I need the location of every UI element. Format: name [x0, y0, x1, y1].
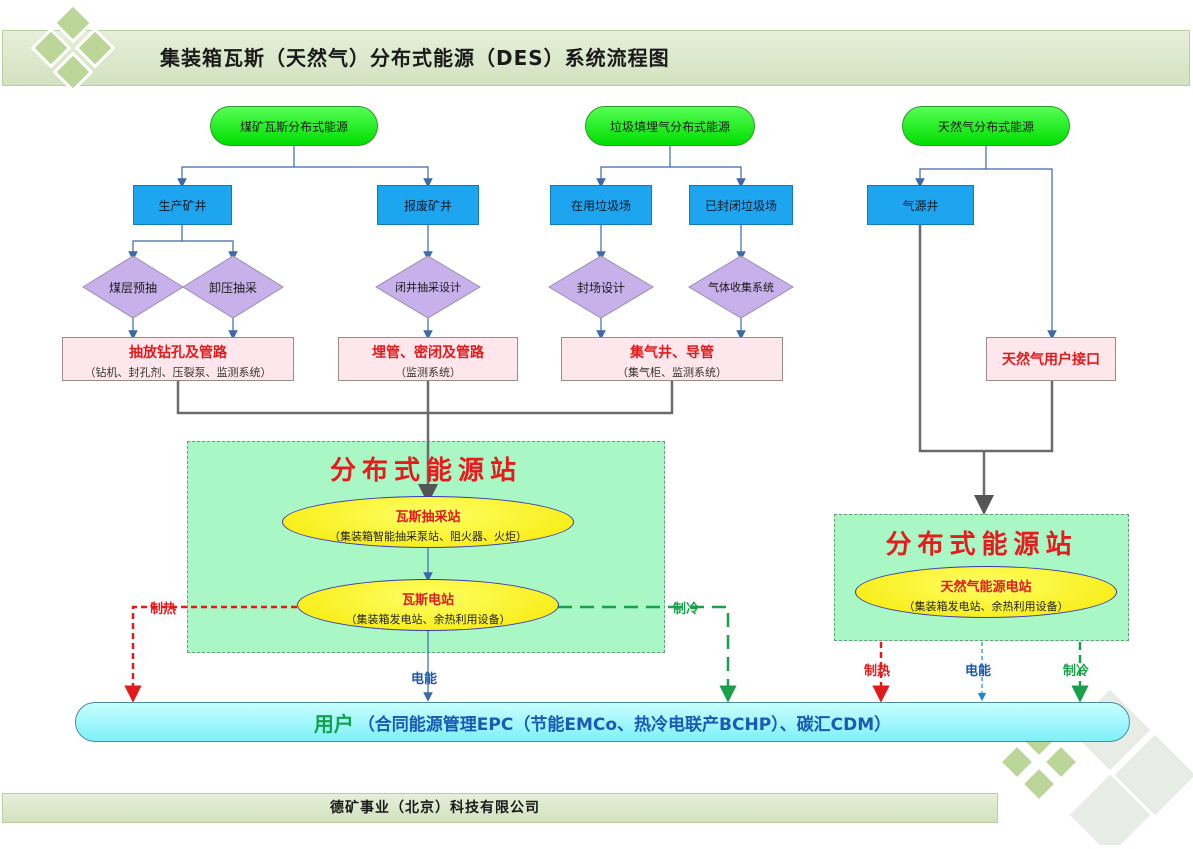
page-title: 集装箱瓦斯（天然气）分布式能源（DES）系统流程图 — [160, 46, 670, 70]
diamond-gas-collection: 气体收集系统 — [708, 281, 774, 294]
user-description: （合同能源管理EPC（节能EMCo、热冷电联产BCHP）、碳汇CDM） — [357, 714, 892, 735]
source-landfill-gas: 垃圾填埋气分布式能源 — [585, 106, 755, 146]
box-drilling-title: 抽放钻孔及管路 — [129, 345, 227, 361]
gas-power-title: 瓦斯电站 — [401, 593, 454, 608]
source-natural-gas: 天然气分布式能源 — [902, 106, 1070, 146]
box-gas-source-well: 气源井 — [867, 185, 974, 225]
ng-power-sub: （集装箱发电站、余热利用设备） — [903, 600, 1069, 613]
label-heat-right: 制热 — [864, 664, 891, 679]
box-closed-landfill: 已封闭垃圾场 — [689, 185, 793, 225]
ellipse-ng-power-station: 天然气能源电站 （集装箱发电站、余热利用设备） — [855, 566, 1117, 618]
box-buried-piping: 埋管、密闭及管路 （监测系统） — [338, 337, 518, 381]
label-cool-right: 制冷 — [1063, 664, 1090, 679]
logo-diamonds-top — [18, 2, 128, 115]
box-drilling-sub: （钻机、封孔剂、压裂泵、监测系统） — [84, 366, 272, 379]
diamond-shapes — [82, 255, 794, 319]
user-bar: 用户 （合同能源管理EPC（节能EMCo、热冷电联产BCHP）、碳汇CDM） — [75, 702, 1130, 742]
gas-extraction-title: 瓦斯抽采站 — [395, 510, 461, 525]
label-cool-left: 制冷 — [673, 602, 700, 617]
box-gas-wells-title: 集气井、导管 — [630, 345, 714, 361]
source-coal-mine-gas: 煤矿瓦斯分布式能源 — [210, 106, 378, 146]
box-buried-sub: （监测系统） — [395, 366, 461, 379]
box-gas-wells: 集气井、导管 （集气柜、监测系统） — [561, 337, 783, 381]
box-active-landfill: 在用垃圾场 — [550, 185, 652, 225]
box-ng-user-interface: 天然气用户接口 — [986, 337, 1116, 381]
diamond-site-seal-design: 封场设计 — [576, 280, 625, 295]
label-power-right: 电能 — [965, 664, 992, 679]
label-power-left: 电能 — [411, 672, 438, 687]
title-banner — [2, 30, 1190, 86]
box-gas-wells-sub: （集气柜、监测系统） — [617, 366, 727, 379]
logo-diamonds-bottom — [975, 685, 1193, 849]
box-production-mine: 生产矿井 — [133, 185, 232, 225]
label-heat-left: 制热 — [150, 602, 177, 617]
ng-power-title: 天然气能源电站 — [940, 580, 1032, 595]
footer-banner — [2, 793, 998, 823]
diamond-pressure-relief: 卸压抽采 — [208, 280, 257, 295]
box-ng-interface-title: 天然气用户接口 — [1002, 352, 1100, 368]
box-buried-title: 埋管、密闭及管路 — [372, 345, 484, 361]
box-drilling-piping: 抽放钻孔及管路 （钻机、封孔剂、压裂泵、监测系统） — [62, 337, 294, 381]
diamond-closed-well-design: 闭井抽采设计 — [395, 281, 461, 294]
diamond-seam-pre-drainage: 煤层预抽 — [108, 280, 157, 295]
box-abandoned-mine: 报废矿井 — [377, 185, 479, 225]
gas-power-sub: （集装箱发电站、余热利用设备） — [345, 613, 511, 626]
user-label: 用户 — [313, 711, 354, 736]
station-right-title: 分布式能源站 — [885, 530, 1078, 560]
ellipse-gas-power-station: 瓦斯电站 （集装箱发电站、余热利用设备） — [297, 579, 559, 631]
company-name: 德矿事业（北京）科技有限公司 — [330, 800, 540, 816]
station-left-title: 分布式能源站 — [329, 456, 522, 486]
gas-extraction-sub: （集装箱智能抽采泵站、阻火器、火炬） — [329, 530, 527, 543]
ellipse-gas-extraction-station: 瓦斯抽采站 （集装箱智能抽采泵站、阻火器、火炬） — [282, 496, 574, 548]
